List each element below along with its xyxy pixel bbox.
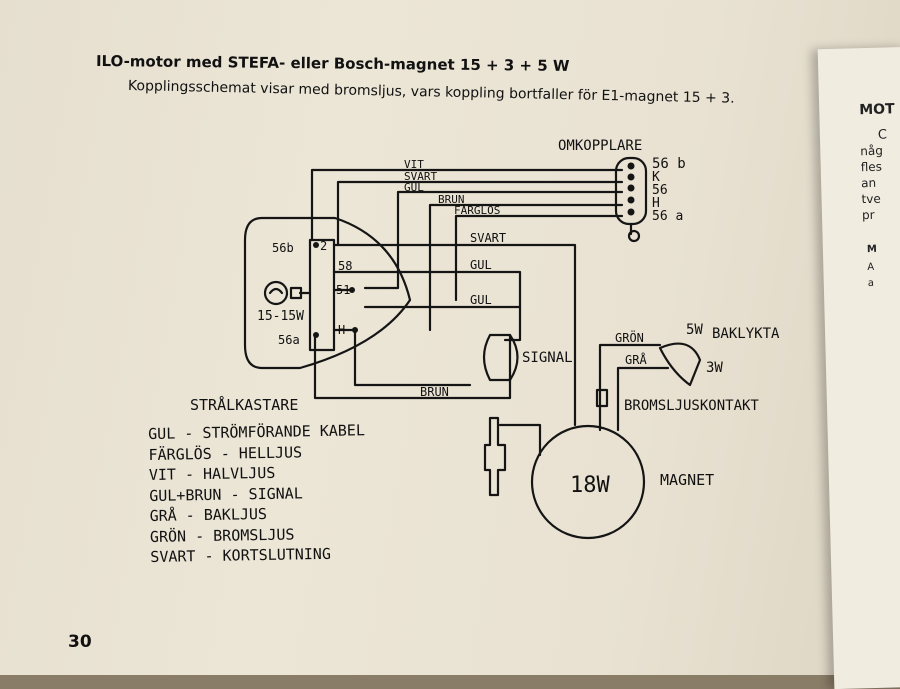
headlamp-terminal: 56b [272, 241, 294, 255]
headlamp-terminal: 58 [338, 259, 352, 273]
magneto [530, 424, 646, 540]
wire-gra [616, 366, 670, 432]
wire-label: BRUN [420, 385, 449, 399]
wire-svart-mid [358, 243, 577, 427]
page-number: 30 [68, 632, 92, 652]
brake-switch-label: BROMSLJUSKONTAKT [624, 398, 759, 414]
switch-terminal: 56 a [652, 209, 683, 224]
wire-label: GUL [470, 258, 492, 272]
switch-label: OMKOPPLARE [558, 138, 642, 154]
headlamp-label: STRÅLKASTARE [190, 395, 298, 414]
switch-terminal: 56 [652, 183, 668, 198]
wire-label: SVART [404, 170, 437, 183]
wire-label: FÄRGLÖS [454, 204, 500, 217]
headlamp-terminal: 56a [278, 333, 300, 347]
wire-label: VIT [404, 158, 424, 171]
tail-lamp [658, 342, 702, 387]
signal-horn [482, 333, 512, 382]
bulb-rating: 15-15W [257, 309, 304, 324]
headlamp-terminal: H [338, 323, 345, 337]
wiring-diagram: OMKOPPLARE 56 b K 56 H 56 a VIT SVART GU… [190, 138, 780, 540]
wire-gul-top [363, 190, 624, 290]
wire-gul-mid [363, 270, 522, 309]
legend-item: SVART - KORTSLUTNING [150, 544, 332, 566]
headlamp-terminal: 51 [336, 283, 350, 297]
headlamp-terminal: 2 [320, 239, 327, 253]
wire-gron [598, 343, 662, 432]
switch-terminal: K [652, 170, 660, 185]
wire-label: GRÖN [615, 329, 644, 345]
spark-plug-icon [483, 416, 507, 497]
wire-label: GRÅ [625, 352, 647, 367]
magneto-label: MAGNET [660, 471, 714, 489]
wire-label: SVART [470, 231, 506, 245]
headlamp-housing [243, 216, 412, 370]
switch-terminal: H [652, 196, 660, 211]
wire-vit [310, 168, 624, 242]
signal-label: SIGNAL [522, 350, 573, 366]
tail-rating: 5W [686, 322, 703, 338]
switch-terminal: 56 b [652, 156, 686, 172]
wire-brun-bottom [313, 333, 512, 400]
headlamp-terminal-block [308, 238, 336, 352]
wire-label: GUL [470, 293, 492, 307]
legend-item: GUL - STRÖMFÖRANDE KABEL [148, 421, 366, 443]
tail-rating: 3W [706, 360, 723, 376]
bulb-icon [263, 280, 289, 306]
magneto-rating: 18W [570, 473, 610, 498]
wire-label: BRUN [438, 193, 465, 206]
wire-brun-top [428, 203, 624, 332]
manual-page [0, 0, 900, 675]
color-legend: GUL - STRÖMFÖRANDE KABEL FÄRGLÖS - HELLJ… [148, 420, 367, 567]
wire-label: GUL [404, 181, 424, 194]
brake-switch [595, 388, 609, 408]
wire-svart-top [336, 180, 624, 247]
tail-label: BAKLYKTA [712, 326, 780, 342]
